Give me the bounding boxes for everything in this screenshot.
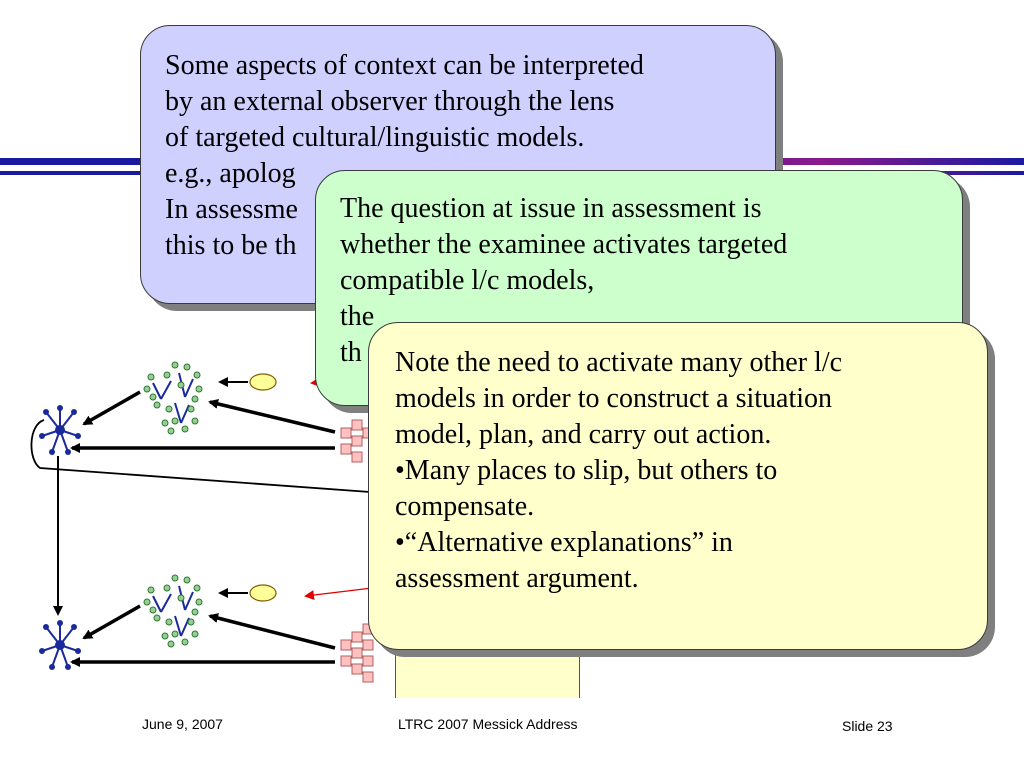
box3-line: assessment argument. xyxy=(395,563,639,594)
box3-line: model, plan, and carry out action. xyxy=(395,419,772,450)
pink-grid-icon-bottom xyxy=(340,623,374,683)
box3-line: Note the need to activate many other l/c xyxy=(395,347,843,378)
footer-slide-number: Slide 23 xyxy=(842,718,893,734)
box2-line: the xyxy=(340,301,375,332)
box2-line: whether the examinee activates targeted xyxy=(340,229,788,260)
box3-line: models in order to construct a situation xyxy=(395,383,833,414)
box3-line: •“Alternative explanations” in xyxy=(395,527,733,558)
box2-line: th xyxy=(340,337,362,368)
box3-line: compensate. xyxy=(395,491,535,522)
box1-line: this to be th xyxy=(165,230,297,261)
blue-neuron-icon-top xyxy=(39,405,81,455)
box3-line: •Many places to slip, but others to xyxy=(395,455,778,486)
ellipse-token-icon-bottom xyxy=(249,584,277,602)
box1-line: Some aspects of context can be interpret… xyxy=(165,50,644,81)
footer-date: June 9, 2007 xyxy=(142,716,223,732)
box1-line: by an external observer through the lens xyxy=(165,86,615,117)
box1-line: In assessme xyxy=(165,194,298,225)
arrow-grid-to-cluster-top xyxy=(208,399,336,434)
box2-line: The question at issue in assessment is xyxy=(340,193,762,224)
box2-line: compatible l/c models, xyxy=(340,265,595,296)
arrow-red-bottom xyxy=(304,587,373,601)
blue-neuron-icon-bottom xyxy=(39,620,81,670)
box1-line: e.g., apolog xyxy=(165,158,296,189)
callout-context-interpretation: Some aspects of context can be interpret… xyxy=(140,25,776,304)
footer-title: LTRC 2007 Messick Address xyxy=(398,716,578,732)
green-neuron-cluster-icon-bottom xyxy=(143,574,203,648)
ellipse-token-icon-top xyxy=(249,373,277,391)
feedback-loop-line xyxy=(30,419,371,493)
green-neuron-cluster-icon-top xyxy=(143,361,203,435)
arrow-grid-to-cluster-bottom xyxy=(208,613,336,650)
callout-many-models-note: Note the need to activate many other l/c… xyxy=(368,322,988,650)
box1-line: of targeted cultural/linguistic models. xyxy=(165,122,585,153)
arrow-cluster-to-neuron-bottom xyxy=(82,604,141,640)
arrow-cluster-to-neuron-top xyxy=(82,390,141,426)
